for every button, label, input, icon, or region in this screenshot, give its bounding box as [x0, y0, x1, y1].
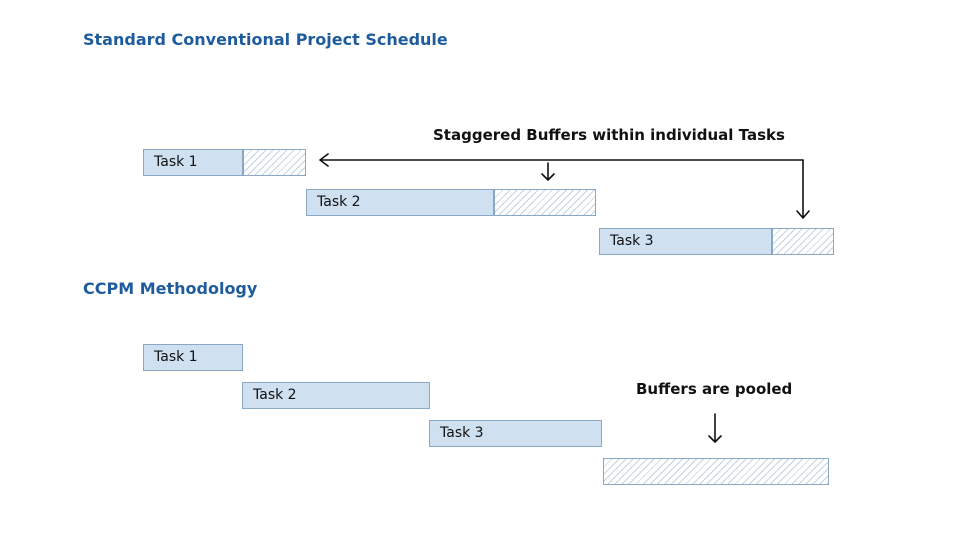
ccpm-task-3: Task 3	[429, 420, 602, 447]
standard-task-1-buffer	[243, 149, 306, 176]
standard-task-3-buffer	[772, 228, 834, 255]
ccpm-pooled-buffer	[603, 458, 829, 485]
buffers-pooled-annotation: Buffers are pooled	[636, 380, 793, 398]
ccpm-heading: CCPM Methodology	[83, 279, 258, 298]
arrow-to-pooled-buffer	[708, 413, 722, 443]
standard-schedule-heading: Standard Conventional Project Schedule	[83, 30, 448, 49]
arrow-to-task-3-buffer	[796, 159, 810, 219]
standard-task-2-buffer	[494, 189, 596, 216]
arrow-to-task-2-buffer	[541, 162, 555, 181]
standard-task-2: Task 2	[306, 189, 494, 216]
arrow-to-task-1-buffer	[319, 153, 804, 167]
standard-task-1: Task 1	[143, 149, 243, 176]
staggered-buffers-annotation: Staggered Buffers within individual Task…	[433, 126, 785, 144]
standard-task-3: Task 3	[599, 228, 772, 255]
ccpm-task-2: Task 2	[242, 382, 430, 409]
ccpm-task-1: Task 1	[143, 344, 243, 371]
